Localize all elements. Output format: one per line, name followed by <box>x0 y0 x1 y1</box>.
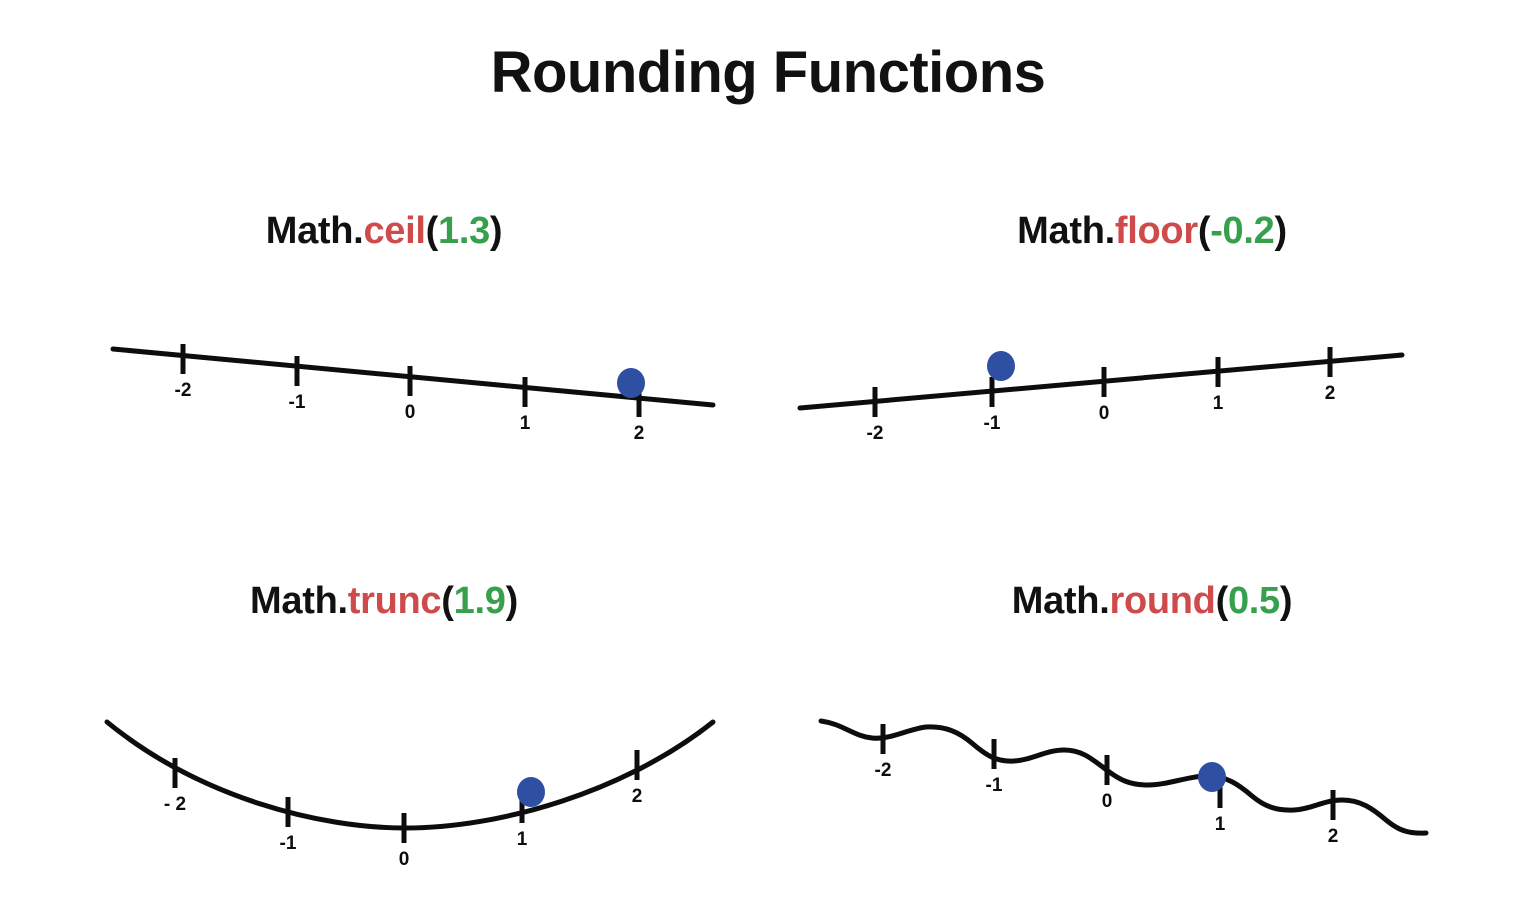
tick-label-trunc-0: 0 <box>399 849 410 870</box>
numberline-axis-floor <box>797 352 1405 411</box>
label-function-round: round <box>1109 580 1216 622</box>
label-paren-open-trunc: ( <box>441 580 454 622</box>
label-argument-round: 0.5 <box>1227 580 1280 622</box>
panel-label-trunc: Math.trunc(1.9) <box>0 580 768 623</box>
panel-label-round: Math.round(0.5) <box>768 580 1536 623</box>
label-object-ceil: Math. <box>265 210 364 252</box>
label-function-trunc: trunc <box>347 580 442 622</box>
tick-label-round--2: -2 <box>875 760 892 781</box>
panel-ceil: Math.ceil(1.3) -2 -1 0 1 2 <box>0 180 768 550</box>
tick-label-trunc--2: - 2 <box>164 794 186 815</box>
tick-label-floor-0: 0 <box>1099 403 1110 424</box>
numberline-axis-ceil <box>110 346 716 408</box>
value-marker-dot-round <box>1198 762 1226 792</box>
label-object-round: Math. <box>1011 580 1110 622</box>
label-function-floor: floor <box>1114 210 1198 252</box>
label-argument-trunc: 1.9 <box>453 580 506 622</box>
tick-label-ceil--1: -1 <box>289 392 306 413</box>
label-function-ceil: ceil <box>363 210 426 252</box>
label-paren-close-trunc: ) <box>505 580 519 622</box>
panel-floor: Math.floor(-0.2) -2 -1 0 1 2 <box>768 180 1536 550</box>
numberline-svg-round: -2 -1 0 1 2 <box>818 718 1429 847</box>
value-marker-dot-floor <box>987 351 1015 381</box>
numberline-svg-ceil: -2 -1 0 1 2 <box>110 344 716 444</box>
tick-label-round-0: 0 <box>1102 791 1113 812</box>
tick-label-floor--2: -2 <box>867 423 884 444</box>
tick-label-floor-2: 2 <box>1325 383 1336 404</box>
panel-label-ceil: Math.ceil(1.3) <box>0 210 768 253</box>
tick-label-ceil-0: 0 <box>405 402 416 423</box>
label-argument-floor: -0.2 <box>1210 210 1275 252</box>
panel-round: Math.round(0.5) -2 -1 0 1 2 <box>768 550 1536 920</box>
numberline-svg-trunc: - 2 -1 0 1 2 <box>104 719 716 870</box>
label-object-trunc: Math. <box>250 580 348 622</box>
numberline-floor: -2 -1 0 1 2 <box>768 310 1536 540</box>
panel-trunc: Math.trunc(1.9) - 2 -1 0 1 2 <box>0 550 768 920</box>
value-marker-dot-trunc <box>517 777 545 807</box>
tick-label-ceil-1: 1 <box>520 413 531 434</box>
tick-label-floor--1: -1 <box>984 413 1001 434</box>
numberline-svg-floor: -2 -1 0 1 2 <box>797 347 1405 444</box>
value-marker-dot-ceil <box>617 368 645 398</box>
numberline-trunc: - 2 -1 0 1 2 <box>0 680 768 910</box>
label-object-floor: Math. <box>1017 210 1115 252</box>
panel-label-floor: Math.floor(-0.2) <box>768 210 1536 253</box>
page-title: Rounding Functions <box>490 40 1046 105</box>
tick-label-trunc--1: -1 <box>280 833 297 854</box>
tick-label-round-1: 1 <box>1215 814 1226 835</box>
tick-label-round-2: 2 <box>1328 826 1339 847</box>
label-paren-open-round: ( <box>1215 580 1229 622</box>
label-paren-close-round: ) <box>1279 580 1293 622</box>
tick-label-floor-1: 1 <box>1213 393 1224 414</box>
label-paren-close-floor: ) <box>1274 210 1287 252</box>
tick-label-trunc-1: 1 <box>517 829 528 850</box>
numberline-axis-trunc <box>104 719 716 831</box>
tick-label-round--1: -1 <box>986 775 1003 796</box>
numberline-round: -2 -1 0 1 2 <box>768 680 1536 910</box>
label-paren-open-floor: ( <box>1197 210 1211 252</box>
numberline-ceil: -2 -1 0 1 2 <box>0 310 768 540</box>
label-paren-open-ceil: ( <box>425 210 439 252</box>
numberline-axis-round <box>818 718 1429 836</box>
tick-label-trunc-2: 2 <box>632 786 643 807</box>
tick-label-ceil-2: 2 <box>634 423 645 444</box>
label-paren-close-ceil: ) <box>489 210 503 252</box>
tick-label-ceil--2: -2 <box>175 380 192 401</box>
label-argument-ceil: 1.3 <box>437 210 490 252</box>
